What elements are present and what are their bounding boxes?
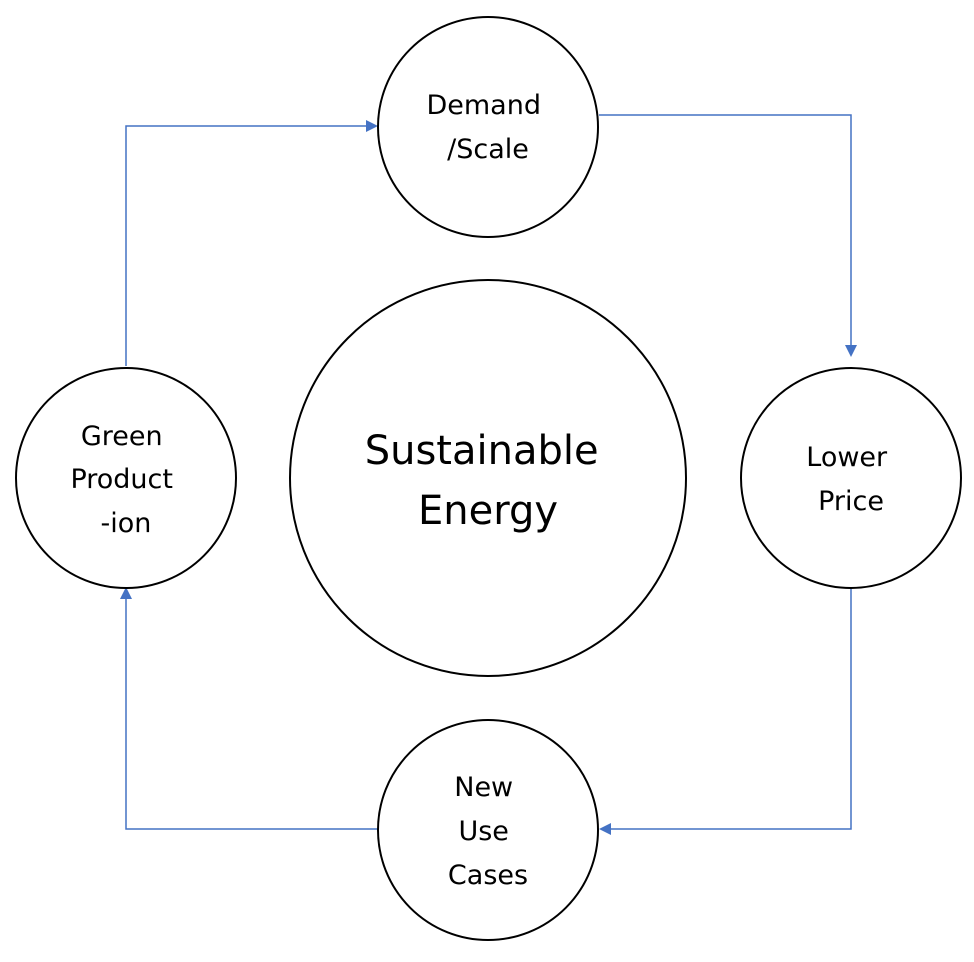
node-green-production-circle [15,367,237,589]
node-demand-scale: Demand /Scale [377,16,599,238]
node-new-use-cases-line-2: Use [458,816,508,847]
node-new-use-cases-line-3: Cases [448,860,528,891]
node-green-production-line-2: Product [70,464,173,495]
center-circle [289,279,687,677]
node-demand-scale-circle [377,16,599,238]
node-new-use-cases: New Use Cases [377,719,599,941]
node-lower-price-label: Lower Price [806,442,895,517]
node-demand-scale-line-2: /Scale [447,134,529,165]
edge-demand-to-lower-price [599,114,852,346]
node-new-use-cases-line-1: New [454,772,513,803]
arrowhead-lower-price [845,345,857,357]
arrowhead-new-use-cases [599,823,611,835]
node-new-use-cases-label: New Use Cases [448,772,528,891]
edge-lower-price-to-new-use-cases [610,589,852,830]
edge-new-use-cases-to-green-production [125,598,378,830]
node-green-production-line-3: -ion [101,508,152,539]
arrowhead-green-production [120,587,132,599]
node-green-production: Green Product -ion [15,367,237,589]
node-lower-price-line-2: Price [818,486,884,517]
connectors [120,114,857,835]
center-label-line-2: Energy [418,488,558,534]
node-lower-price-circle [740,367,962,589]
arrowhead-demand [366,120,378,132]
center-node-sustainable-energy: Sustainable Energy [289,279,687,677]
center-label: Sustainable Energy [365,428,612,534]
node-lower-price-line-1: Lower [806,442,888,473]
node-lower-price: Lower Price [740,367,962,589]
node-green-production-line-1: Green [81,421,163,452]
center-label-line-1: Sustainable [365,428,599,474]
node-demand-scale-label: Demand /Scale [426,90,549,165]
node-new-use-cases-circle [377,719,599,941]
node-demand-scale-line-1: Demand [426,90,541,121]
node-green-production-label: Green Product -ion [70,421,181,539]
edge-green-production-to-demand [125,125,366,366]
